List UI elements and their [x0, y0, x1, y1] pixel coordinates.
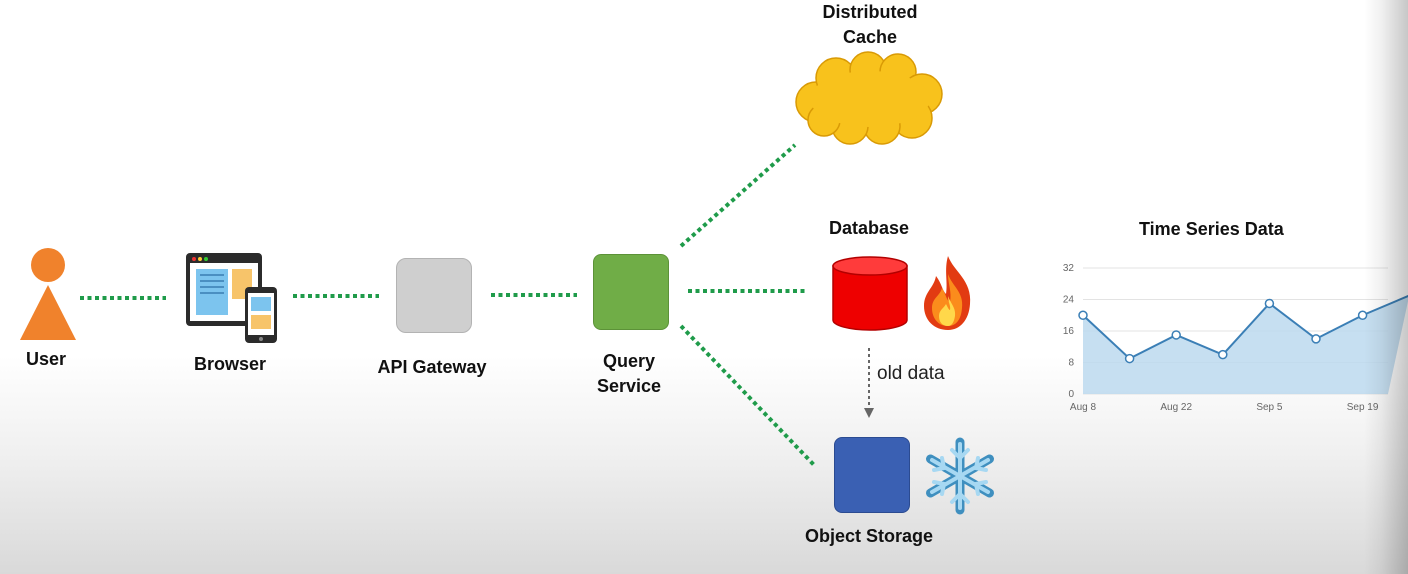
chart-x-tick-labels: Aug 8 Aug 22 Sep 5 Sep 19 — [1070, 402, 1379, 413]
flame-icon — [924, 256, 971, 330]
old-data-arrow — [864, 348, 874, 418]
chart-x-tick-label: Aug 8 — [1070, 402, 1097, 413]
cache-label-line2: Cache — [842, 27, 898, 47]
chart-area-fill — [1083, 296, 1408, 394]
query-service-label-line2: Service — [596, 376, 662, 396]
chart-y-tick-label: 24 — [1063, 295, 1075, 306]
chart-point — [1264, 298, 1275, 309]
database-cylinder-icon — [832, 256, 908, 331]
query-service-label: Query Service — [579, 349, 679, 399]
query-service-label-line1: Query — [602, 351, 656, 371]
chart-point — [1171, 330, 1181, 340]
snowflake-icon — [926, 437, 994, 515]
chart-point — [1078, 310, 1088, 320]
browser-device-icon — [186, 253, 277, 343]
chart-x-tick-label: Sep 5 — [1256, 402, 1283, 413]
object-storage-label: Object Storage — [804, 526, 934, 546]
chart-y-tick-label: 32 — [1063, 263, 1075, 274]
cache-label-line1: Distributed — [822, 2, 918, 22]
gateway-box-icon — [396, 258, 472, 333]
chart-point — [1357, 310, 1368, 320]
connector-service-cache — [679, 143, 797, 248]
api-gateway-label: API Gateway — [377, 357, 487, 377]
chart-y-tick-labels: 0 8 16 24 32 — [1063, 263, 1075, 400]
chart-point — [1218, 349, 1228, 360]
chart-series-line — [1082, 294, 1408, 360]
cloud-icon — [795, 51, 943, 145]
connector-lines — [80, 143, 817, 468]
chart-y-tick-label: 8 — [1068, 358, 1074, 369]
time-series-chart: 0 8 16 24 32 Aug 8 Aug 22 Sep 5 Sep 19 — [1063, 263, 1408, 413]
service-box-icon — [593, 254, 669, 330]
chart-title: Time Series Data — [1139, 219, 1284, 239]
person-icon — [20, 248, 76, 340]
connector-service-storage — [679, 324, 817, 468]
cache-label: Distributed Cache — [800, 0, 940, 50]
chart-x-tick-label: Sep 19 — [1347, 402, 1379, 413]
chart-y-tick-label: 0 — [1068, 389, 1074, 400]
chart-x-tick-label: Aug 22 — [1160, 402, 1192, 413]
chart-point — [1311, 334, 1321, 344]
chart-points — [1078, 298, 1368, 364]
chart-point — [1124, 353, 1135, 364]
browser-label: Browser — [193, 354, 267, 374]
chart-y-tick-label: 16 — [1063, 326, 1075, 337]
user-label: User — [25, 349, 67, 369]
slide-edge-shadow — [1364, 0, 1408, 574]
storage-box-icon — [834, 437, 910, 513]
old-data-label: old data — [877, 363, 945, 384]
database-label: Database — [828, 218, 910, 238]
